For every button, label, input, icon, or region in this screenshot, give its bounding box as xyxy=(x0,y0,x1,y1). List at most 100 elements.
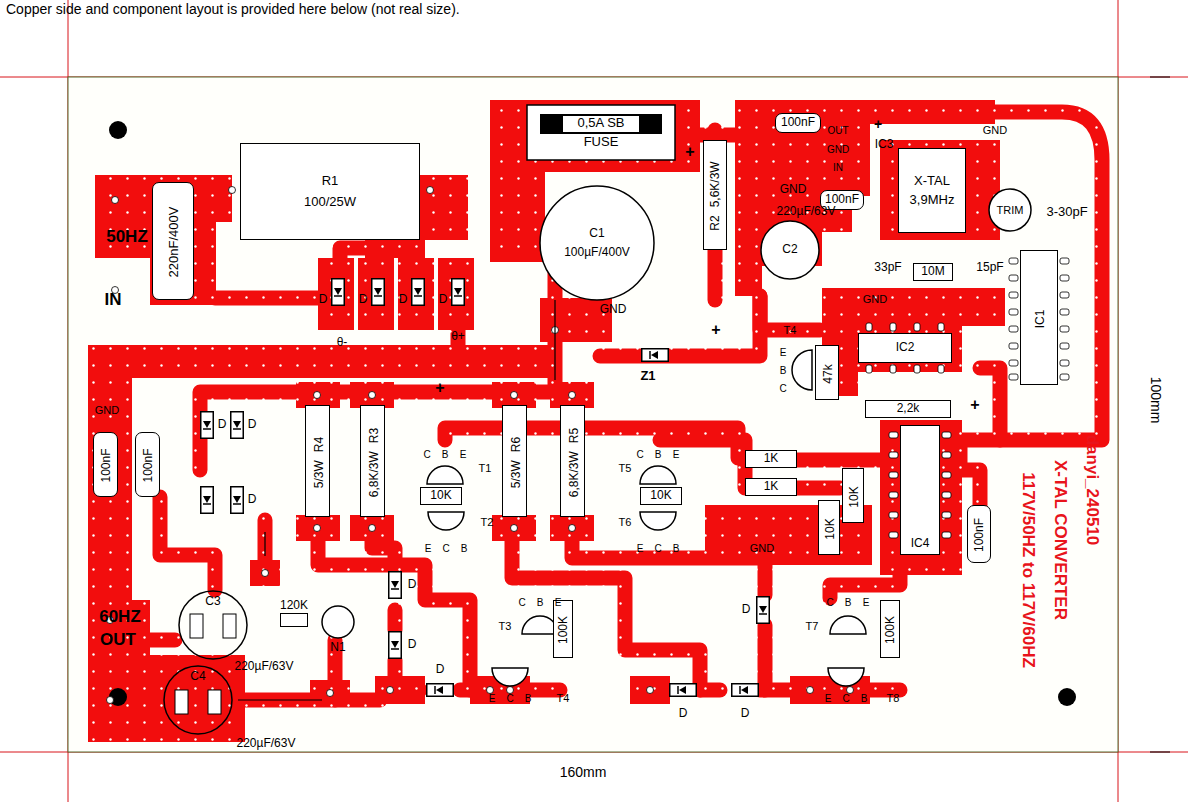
transistor-outline xyxy=(830,616,866,634)
part-value: 220µF/63V xyxy=(235,660,294,673)
copper-traces xyxy=(797,453,900,468)
copper-traces xyxy=(980,368,1000,440)
transistor-outline xyxy=(640,512,676,530)
pin-name: OUT xyxy=(827,125,848,136)
trimmer-body: TRIM xyxy=(988,188,1032,232)
capacitor-body: 100nF xyxy=(135,432,160,497)
resistor-body: 47k xyxy=(815,345,839,400)
page-note: Copper side and component layout is prov… xyxy=(6,2,460,17)
label-group: 1K xyxy=(746,451,796,467)
ic-pins xyxy=(1009,374,1018,380)
copper-areas xyxy=(735,100,995,296)
solder-pads xyxy=(229,187,236,194)
component-label: R2 xyxy=(709,215,722,230)
ic-pins xyxy=(1009,326,1018,332)
pin-name: IN xyxy=(833,162,843,173)
ic-pins xyxy=(889,472,898,478)
transistor-outline xyxy=(427,466,463,484)
solder-pads xyxy=(314,392,321,399)
component-label: 5/3W xyxy=(312,460,325,488)
component-label: C4 xyxy=(190,670,205,683)
diode-symbol xyxy=(201,487,214,514)
component-outline xyxy=(179,591,247,659)
ic-pins xyxy=(1009,258,1018,264)
copper-areas xyxy=(490,100,700,262)
capacitor-body: C2 xyxy=(760,220,820,280)
pin-name: E xyxy=(489,693,496,704)
transistor-outline xyxy=(792,350,812,390)
ic-pins xyxy=(1009,292,1018,298)
fuse-body xyxy=(540,114,662,134)
copper-traces xyxy=(130,633,175,648)
resistor-body: 10M xyxy=(913,263,953,281)
capacitor-body: 100nF xyxy=(93,432,118,497)
diode-symbol xyxy=(427,684,454,697)
copper-areas xyxy=(880,140,1000,240)
copper-areas xyxy=(88,600,245,742)
capacitor-body: C4 xyxy=(163,665,233,735)
copper-traces xyxy=(230,693,380,708)
label-group: 10K xyxy=(641,488,681,504)
frequency-label: 60HZ xyxy=(99,608,141,627)
board-outline xyxy=(68,77,1118,752)
dimension: 160mm xyxy=(560,765,607,780)
label-group: 47k xyxy=(816,346,840,401)
resistor-body: 1K xyxy=(745,450,797,468)
ic-pins xyxy=(889,532,898,538)
diode-label: D xyxy=(319,293,328,306)
component-label: TRIM xyxy=(997,204,1024,216)
ic-pins xyxy=(1060,326,1069,332)
fuse-holder: 0,5A SBFUSE xyxy=(527,105,675,160)
component-outline xyxy=(322,606,354,638)
copper-areas xyxy=(318,258,354,330)
copper-traces xyxy=(830,555,900,598)
pin-name: C xyxy=(423,449,430,460)
part-name: T8 xyxy=(887,692,900,704)
crop-marks xyxy=(1150,77,1170,78)
wire-link xyxy=(554,300,555,380)
pin-name: C xyxy=(636,449,643,460)
resistor-body: 100K xyxy=(553,600,573,658)
pin-name: E xyxy=(425,543,432,554)
diode-symbol xyxy=(372,279,385,306)
solder-pads xyxy=(507,687,514,694)
diode-symbol xyxy=(201,412,214,439)
component-label: 2,2k xyxy=(897,402,920,415)
label-group: 1K xyxy=(746,479,796,495)
label-group: IC1 xyxy=(1021,251,1059,386)
copper-traces xyxy=(572,540,765,595)
component-label: C1 xyxy=(589,227,604,240)
solder-pads xyxy=(427,187,434,194)
component-outline xyxy=(761,221,819,279)
ic-pins xyxy=(942,512,951,518)
component-label: 100µF/400V xyxy=(564,246,630,259)
part-name: T6 xyxy=(619,516,632,528)
crop-marks xyxy=(1150,752,1170,753)
diode-label: D xyxy=(436,663,445,676)
diode-symbol xyxy=(732,684,759,697)
resistor-body: 10K xyxy=(818,500,840,555)
diode-label: D xyxy=(408,638,417,651)
ic-pins xyxy=(938,323,944,331)
polarity-mark: + xyxy=(874,117,882,132)
wire-link xyxy=(238,699,322,700)
net-label: GND xyxy=(780,183,807,196)
pin-name: E xyxy=(555,597,562,608)
solder-pads xyxy=(647,687,654,694)
dimension: 100mm xyxy=(1147,377,1162,424)
resistor-body: 10K xyxy=(842,468,864,523)
copper-areas xyxy=(880,420,962,575)
net-label: GND xyxy=(750,542,774,554)
component-label: X-TAL xyxy=(914,174,950,188)
label-group: 100nF xyxy=(136,433,161,498)
part-name: IC3 xyxy=(875,138,894,151)
component-label: 100nF xyxy=(973,518,986,552)
label-group: 10K xyxy=(819,501,841,556)
fuse-body xyxy=(527,105,675,160)
diode-symbol xyxy=(642,349,669,362)
fuse-body xyxy=(563,116,639,132)
ic-pins xyxy=(942,532,951,538)
part-value: 15pF xyxy=(976,261,1003,274)
component-label: 10M xyxy=(921,265,944,278)
label-group: 220nF/400V xyxy=(153,183,195,301)
